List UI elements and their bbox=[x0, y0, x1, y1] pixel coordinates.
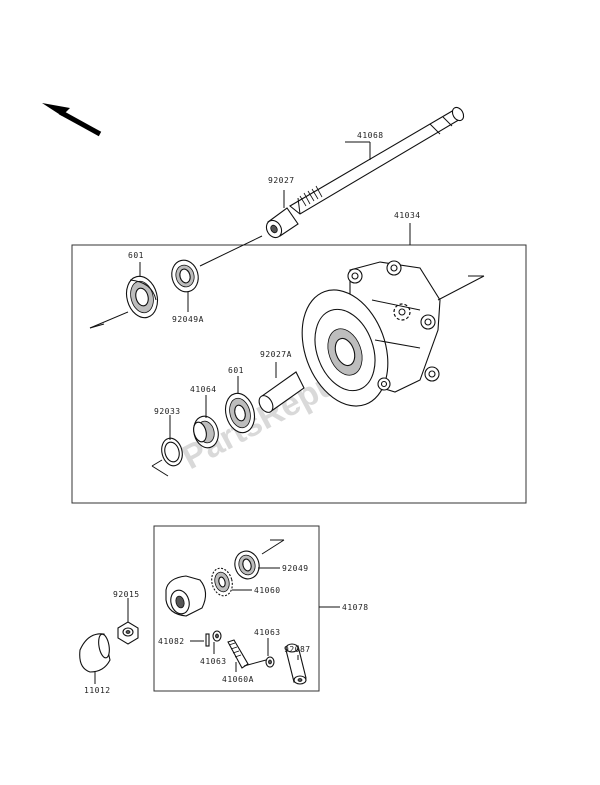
label-601-top: 601 bbox=[128, 251, 144, 260]
speedo-housing-part[interactable] bbox=[165, 575, 207, 617]
hub-part[interactable] bbox=[287, 260, 441, 418]
bearing-middle-part[interactable] bbox=[221, 390, 258, 436]
cap-part[interactable] bbox=[79, 633, 111, 673]
distance-collar-part[interactable] bbox=[256, 371, 305, 415]
label-41060a: 41060A bbox=[222, 675, 254, 684]
label-41060: 41060 bbox=[254, 586, 281, 595]
axle-part[interactable] bbox=[289, 105, 466, 215]
label-601-middle: 601 bbox=[228, 366, 244, 375]
label-41034: 41034 bbox=[394, 211, 421, 220]
label-41063-upper: 41063 bbox=[254, 628, 281, 637]
hub-gear-icon bbox=[393, 303, 411, 321]
label-92027: 92027 bbox=[268, 176, 295, 185]
circlip-part[interactable] bbox=[159, 436, 186, 468]
label-92015: 92015 bbox=[113, 590, 140, 599]
label-41078: 41078 bbox=[342, 603, 369, 612]
pinion-part[interactable] bbox=[227, 639, 267, 669]
label-41064: 41064 bbox=[190, 385, 217, 394]
label-92027a: 92027A bbox=[260, 350, 292, 359]
pin-part[interactable] bbox=[205, 633, 210, 647]
label-92033: 92033 bbox=[154, 407, 181, 416]
label-92087: 92087 bbox=[284, 645, 311, 654]
washer-right-part[interactable] bbox=[265, 656, 275, 668]
axle-nut-part[interactable] bbox=[117, 621, 139, 645]
label-41068: 41068 bbox=[357, 131, 384, 140]
label-92049a: 92049A bbox=[172, 315, 204, 324]
speedometer-assembly-frame bbox=[153, 525, 320, 692]
hub-assembly-frame bbox=[71, 244, 527, 504]
oil-seal-part[interactable] bbox=[168, 257, 201, 295]
speedo-seal-part[interactable] bbox=[232, 548, 262, 581]
bushing-part[interactable] bbox=[285, 643, 307, 685]
label-41063-lower: 41063 bbox=[200, 657, 227, 666]
bearing-left-part[interactable] bbox=[122, 273, 162, 321]
label-41082: 41082 bbox=[158, 637, 185, 646]
speedo-gear-part[interactable] bbox=[209, 566, 236, 598]
label-92049: 92049 bbox=[282, 564, 309, 573]
collar-part[interactable] bbox=[263, 207, 299, 240]
label-11012: 11012 bbox=[84, 686, 111, 695]
washer-left-part[interactable] bbox=[212, 630, 222, 642]
direction-arrow-icon bbox=[42, 103, 102, 137]
gear-drive-plate-part[interactable] bbox=[190, 413, 221, 450]
